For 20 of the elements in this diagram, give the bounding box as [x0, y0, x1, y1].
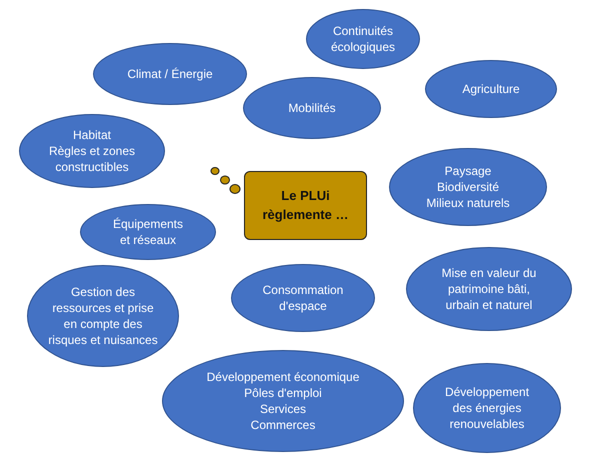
node-label: Équipements et réseaux — [112, 216, 184, 248]
node-label: Commerces — [250, 417, 316, 434]
node-label: Agriculture — [462, 80, 520, 98]
node-label: Continuités écologiques — [330, 22, 396, 56]
node-label: Mobilités — [288, 100, 336, 116]
node-label: Pôles d'emploi — [244, 384, 322, 401]
node-label: Habitat — [72, 126, 112, 143]
node-label: Développement des énergies renouvelables — [444, 384, 530, 432]
node-label: Mise en valeur du patrimoine bâti, urbain et naturel — [440, 264, 538, 314]
node-label: Services — [260, 401, 306, 418]
node-label: Paysage — [444, 162, 492, 179]
node-label: Le PLUi règlemente … — [262, 187, 350, 224]
node-label: Développement économique — [206, 368, 360, 385]
node-label: Gestion des ressources et prise en compte des risques et nuisances — [47, 284, 159, 348]
node-label: Biodiversité — [436, 178, 500, 196]
title-box — [244, 171, 367, 240]
node-label: Milieux naturels — [426, 195, 510, 212]
node-label: Consommation d'espace — [262, 282, 344, 314]
node-label: Climat / Énergie — [127, 66, 213, 82]
node-label: Règles et zones constructibles — [48, 142, 136, 176]
